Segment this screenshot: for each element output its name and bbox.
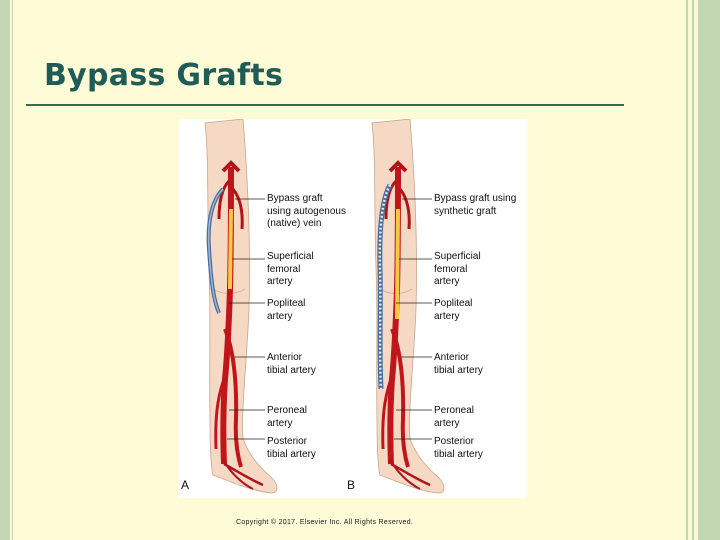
label-a-bypass-graft-vein: Bypass graft using autogenous (native) v…	[267, 193, 346, 231]
panel-letter-a: A	[181, 478, 189, 492]
right-border-bar	[698, 0, 720, 540]
label-b-peroneal-artery: Peroneal artery	[434, 405, 474, 430]
label-a-popliteal-artery: Popliteal artery	[267, 298, 305, 323]
copyright-notice: Copyright © 2017. Elsevier Inc. All Righ…	[236, 519, 413, 526]
label-a-anterior-tibial-artery: Anterior tibial artery	[267, 352, 316, 377]
right-border-line	[686, 0, 688, 540]
label-b-bypass-graft-synthetic: Bypass graft using synthetic graft	[434, 193, 516, 218]
panel-letter-b: B	[347, 478, 355, 492]
label-b-popliteal-artery: Popliteal artery	[434, 298, 472, 323]
label-a-superficial-femoral-artery: Superficial femoral artery	[267, 251, 314, 289]
label-b-anterior-tibial-artery: Anterior tibial artery	[434, 352, 483, 377]
bypass-graft-figure: Bypass graft using autogenous (native) v…	[179, 119, 527, 498]
label-b-superficial-femoral-artery: Superficial femoral artery	[434, 251, 481, 289]
left-border-bar	[0, 0, 10, 540]
label-a-peroneal-artery: Peroneal artery	[267, 405, 307, 430]
label-b-posterior-tibial-artery: Posterior tibial artery	[434, 436, 483, 461]
label-a-posterior-tibial-artery: Posterior tibial artery	[267, 436, 316, 461]
slide-title: Bypass Grafts	[44, 58, 283, 93]
title-underline	[26, 104, 624, 106]
right-border-line	[692, 0, 694, 540]
left-border-line	[12, 0, 13, 540]
